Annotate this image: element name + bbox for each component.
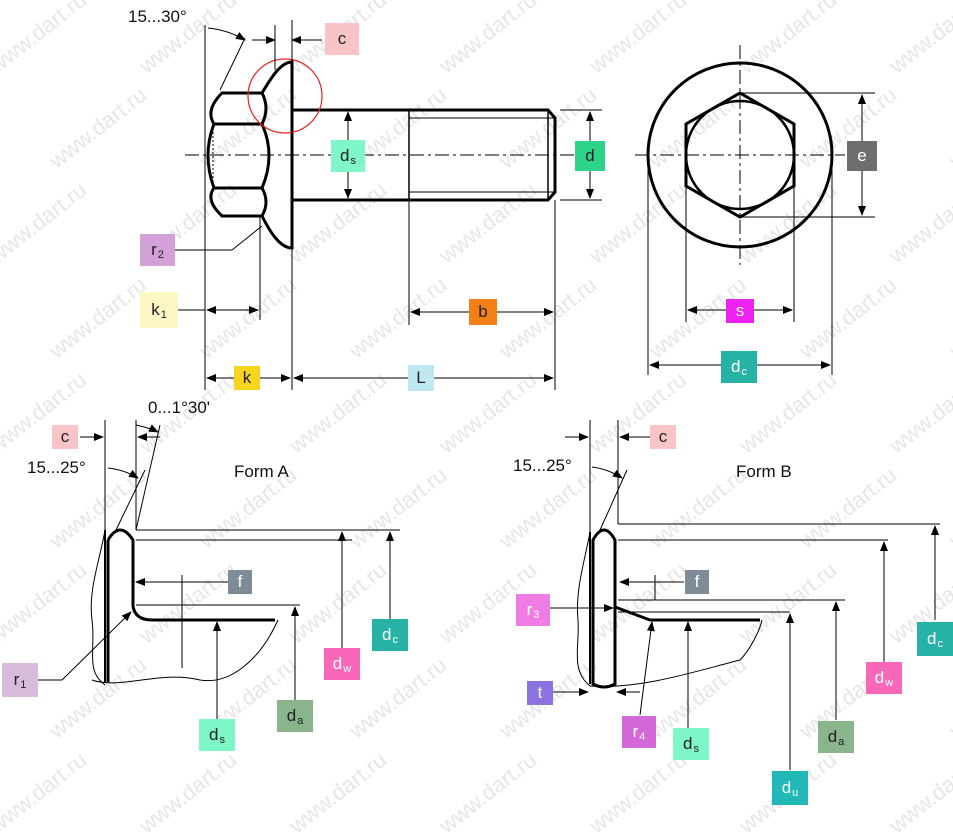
form-b-title: Form B — [736, 462, 792, 481]
form-a-dimensions — [38, 420, 394, 720]
head-chamfer-angle-label: 15...30° — [128, 7, 187, 26]
form-a-small-angle: 0...1°30' — [148, 398, 211, 417]
label-e: e — [847, 141, 877, 171]
form-b-profile — [576, 523, 940, 689]
bolt-side-view — [185, 58, 575, 250]
form-a-label-f: f — [228, 570, 252, 594]
form-b-label-c: c — [650, 425, 676, 449]
label-b: b — [469, 299, 497, 325]
label-s: s — [726, 299, 754, 323]
form-b-label-t: t — [527, 681, 553, 705]
side-view-dimensions — [175, 20, 602, 390]
bolt-drawing — [38, 20, 940, 770]
form-a-angle: 15...25° — [27, 458, 86, 477]
form-a-label-c: c — [52, 425, 78, 449]
label-L: L — [408, 365, 434, 391]
label-k: k — [234, 366, 260, 390]
label-c-top: c — [325, 23, 359, 55]
form-a-title: Form A — [234, 462, 289, 481]
end-view-dimensions — [647, 92, 875, 375]
bolt-end-view — [635, 45, 845, 265]
form-a-profile — [90, 528, 400, 686]
form-b-angle: 15...25° — [513, 456, 572, 475]
form-b-label-f: f — [685, 570, 709, 594]
label-d-top: d — [575, 141, 605, 171]
form-b-dimensions — [548, 420, 939, 770]
